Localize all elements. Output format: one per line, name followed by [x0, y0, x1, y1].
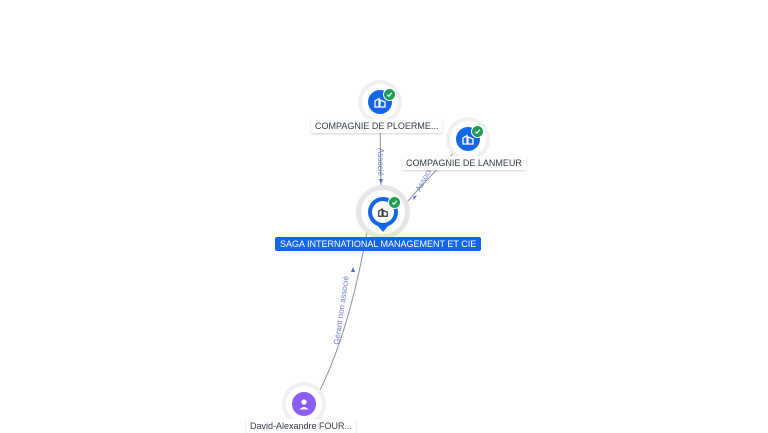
- node-label-saga[interactable]: SAGA INTERNATIONAL MANAGEMENT ET CIE: [275, 237, 482, 251]
- verified-check-icon: [383, 88, 396, 101]
- verified-check-icon: [471, 125, 484, 138]
- pin-tail: [377, 225, 389, 232]
- edge-lanmeur-saga: [401, 149, 458, 209]
- node-label-lanmeur[interactable]: COMPAGNIE DE LANMEUR: [402, 156, 526, 170]
- edge-person-saga-arrow: [351, 267, 355, 272]
- node-label-ploermel[interactable]: COMPAGNIE DE PLOERME...: [311, 119, 443, 133]
- edge-person-saga-label: Gérant non associé: [332, 275, 351, 345]
- edge-lanmeur-saga-arrow: [413, 195, 417, 200]
- edge-ploermel-saga-arrow: [379, 179, 383, 184]
- node-label-person[interactable]: David-Alexandre FOUR...: [246, 419, 357, 433]
- person-icon: [292, 392, 316, 416]
- verified-check-icon: [388, 196, 401, 209]
- edge-ploermel-saga-label: Associé: [376, 148, 385, 177]
